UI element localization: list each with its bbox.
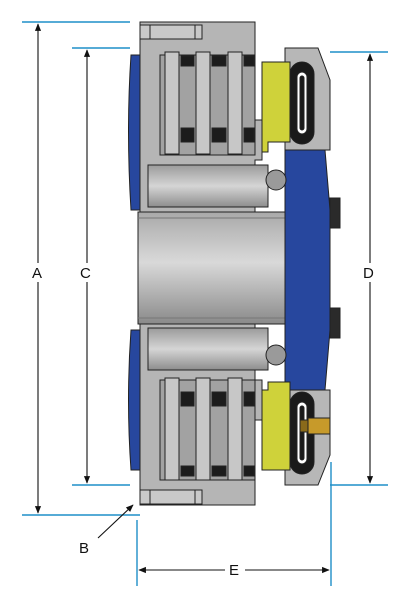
disc-pack-top — [159, 51, 256, 156]
label-e: E — [229, 562, 239, 579]
bolt-top — [139, 24, 203, 40]
dimension-lines — [22, 21, 388, 586]
coil-top — [289, 61, 315, 145]
label-b: B — [79, 540, 89, 557]
bearing-roller-bottom — [147, 327, 269, 371]
bearing-roller-top — [147, 164, 269, 208]
label-d: D — [363, 265, 374, 282]
assembly — [128, 21, 341, 506]
terminal-tab-top — [329, 197, 341, 229]
armature-plate-bottom — [261, 381, 291, 471]
ball-bearing-bottom — [265, 344, 287, 366]
center-shaft — [137, 211, 311, 325]
leader-arrow-icon — [97, 504, 134, 539]
disc-pack-bottom — [159, 377, 256, 481]
armature-plate-top — [261, 61, 291, 153]
terminal-tab-bottom — [329, 307, 341, 339]
blue-housing-right — [284, 149, 331, 391]
ball-bearing-top — [265, 169, 287, 191]
dimension-arrows — [34, 23, 374, 574]
label-a: A — [32, 265, 42, 282]
brass-fitting — [299, 417, 331, 435]
bolt-bottom — [139, 489, 203, 505]
label-c: C — [80, 265, 91, 282]
